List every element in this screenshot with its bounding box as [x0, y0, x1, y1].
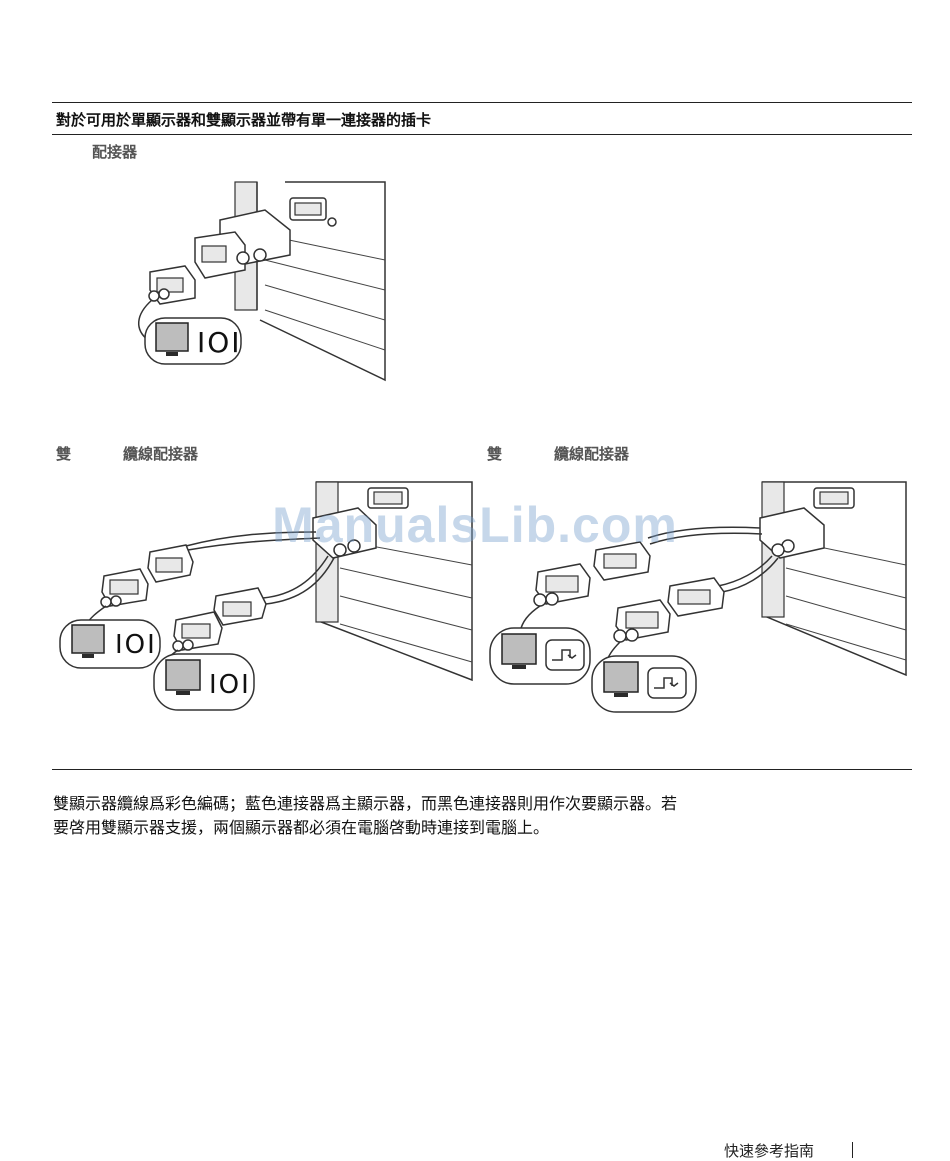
single-adapter-caption: 配接器	[92, 141, 137, 162]
running-title: 快速參考指南	[724, 1140, 814, 1161]
body-rule	[52, 769, 912, 770]
monitor-icon	[72, 625, 104, 653]
dual-dvi-caption-prefix: 雙	[487, 445, 502, 463]
monitor-icon	[166, 660, 200, 690]
monitor-icon	[156, 323, 188, 351]
dual-vga-caption-suffix: 纜線配接器	[123, 445, 198, 463]
body-line-2: 要啓用雙顯示器支援，兩個顯示器都必須在電腦啓動時連接到電腦上。	[53, 816, 853, 840]
dual-dvi-caption: 雙 纜線配接器	[487, 443, 629, 464]
monitor-icon	[604, 662, 638, 692]
dvi-symbol-icon	[546, 640, 584, 670]
dual-vga-caption: 雙 纜線配接器	[56, 443, 198, 464]
dual-vga-icon-label-1: IOI	[115, 630, 157, 660]
dual-dvi-illustration	[488, 480, 908, 715]
single-adapter-illustration	[140, 180, 400, 385]
dual-vga-caption-prefix: 雙	[56, 445, 71, 463]
top-rule	[52, 102, 912, 103]
dual-dvi-caption-suffix: 纜線配接器	[554, 445, 629, 463]
dual-vga-icon-label-2: IOI	[209, 670, 251, 700]
heading-rule	[52, 134, 912, 135]
single-vga-icon-label: IOI	[197, 326, 242, 359]
section-heading: 對於可用於單顯示器和雙顯示器並帶有單一連接器的插卡	[56, 109, 431, 130]
body-paragraph: 雙顯示器纜線爲彩色編碼；藍色連接器爲主顯示器，而黑色連接器則用作次要顯示器。若 …	[53, 792, 853, 840]
footer-divider	[852, 1142, 853, 1158]
dvi-symbol-icon	[648, 668, 686, 698]
monitor-icon	[502, 634, 536, 664]
body-line-1: 雙顯示器纜線爲彩色編碼；藍色連接器爲主顯示器，而黑色連接器則用作次要顯示器。若	[53, 792, 853, 816]
dual-vga-illustration	[58, 480, 478, 715]
